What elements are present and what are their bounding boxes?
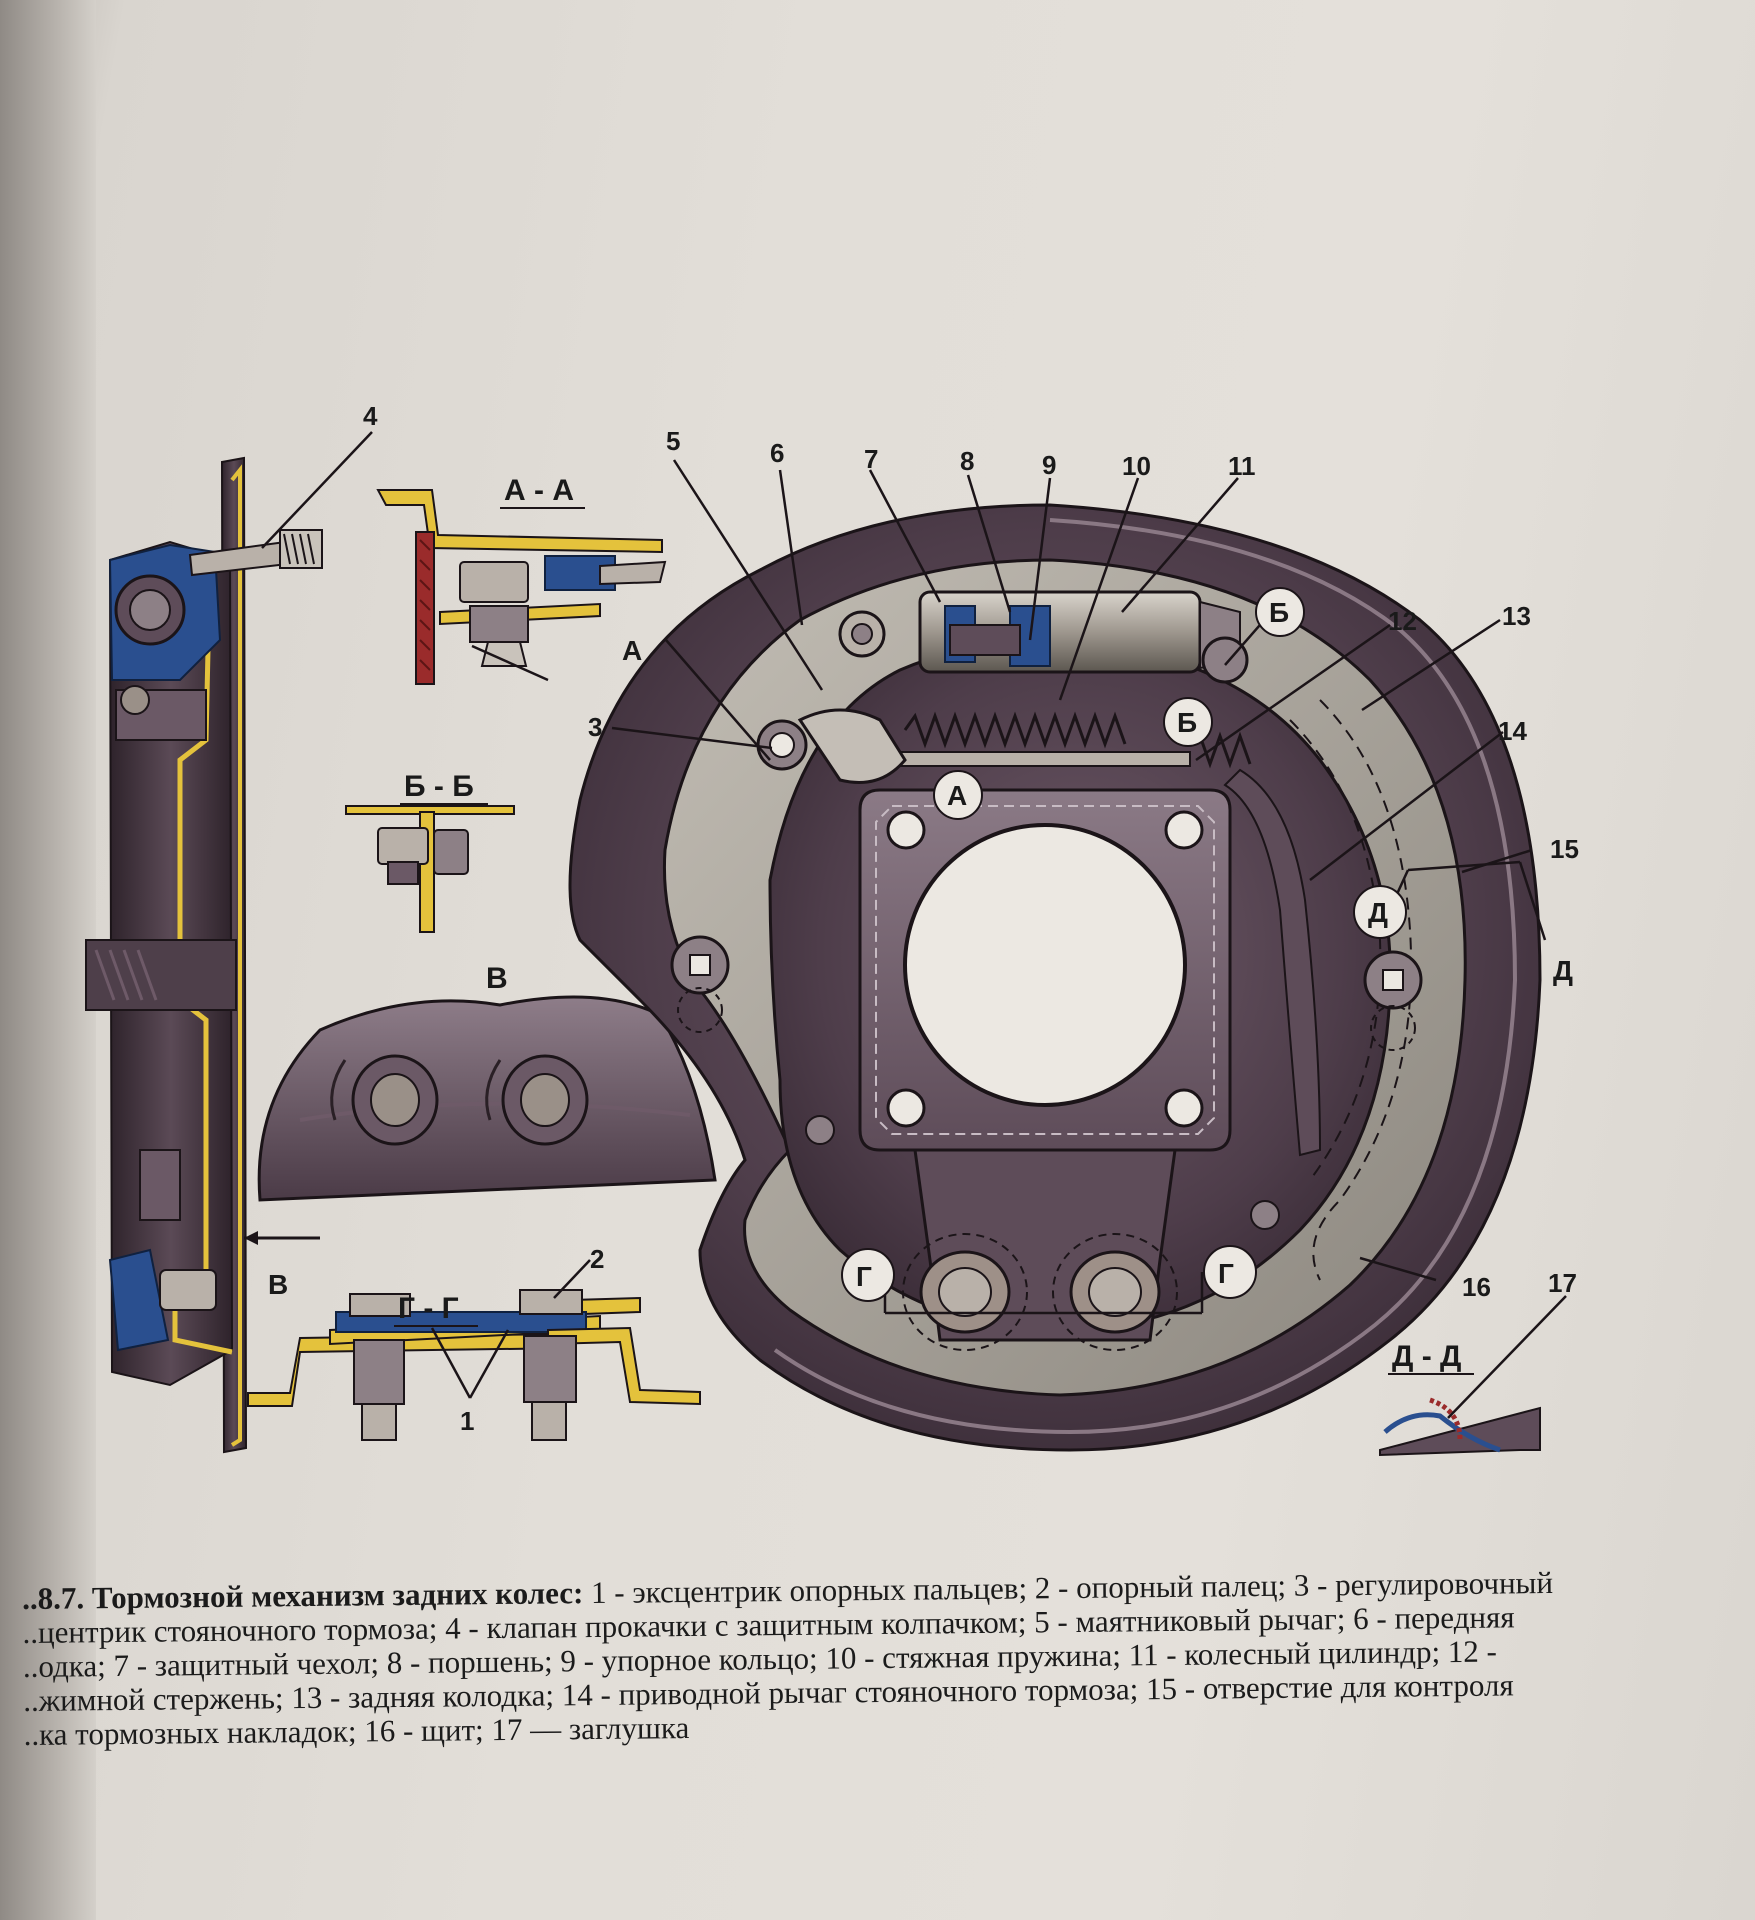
view-v (257, 995, 717, 1202)
callout-4: 4 (363, 401, 378, 431)
section-title-dd: Д - Д (1392, 1340, 1461, 1373)
callout-16: 16 (1462, 1272, 1491, 1302)
mark-b-top: Б (1269, 597, 1289, 628)
callout-7: 7 (864, 444, 878, 474)
caption-prefix: ..8.7. (21, 1580, 85, 1616)
callout-5: 5 (666, 426, 680, 456)
section-titles: А - А Б - Б В Г - Г Д - Д (394, 474, 1474, 1375)
callout-17: 17 (1548, 1268, 1577, 1298)
callout-10: 10 (1122, 451, 1151, 481)
mark-a-top: А (622, 635, 642, 666)
section-dd-view (1379, 1397, 1541, 1457)
section-title-gg: Г - Г (398, 1292, 459, 1325)
mark-b-bottom: Б (1177, 707, 1197, 738)
figure-caption: ..8.7. Тормозной механизм задних колес: … (22, 1564, 1755, 1752)
section-bb-view (345, 805, 515, 933)
mark-g-right: Г (1218, 1258, 1234, 1289)
callout-12: 12 (1388, 606, 1417, 636)
callout-2: 2 (590, 1244, 604, 1274)
section-markers (841, 587, 1407, 1302)
callout-13: 13 (1502, 601, 1531, 631)
mark-d-left: Д (1368, 897, 1388, 928)
callout-8: 8 (960, 446, 974, 476)
brake-assembly-main (568, 503, 1542, 1452)
mark-v-arrow: В (268, 1269, 288, 1300)
callout-14: 14 (1498, 716, 1527, 746)
side-section-view (85, 456, 323, 1454)
leader-lines (261, 431, 1567, 1419)
callout-6: 6 (770, 438, 784, 468)
section-gg-view (244, 1231, 701, 1441)
mark-g-left: Г (856, 1261, 872, 1292)
callout-15: 15 (1550, 834, 1579, 864)
mark-d-right: Д (1553, 955, 1573, 986)
callout-1: 1 (460, 1406, 474, 1436)
section-title-bb: Б - Б (404, 770, 474, 803)
callout-3: 3 (588, 712, 602, 742)
callout-11: 11 (1228, 451, 1256, 481)
section-mark-letters: А А Б Б Г Г Д Д В (268, 597, 1573, 1300)
mark-a-bottom: А (947, 780, 967, 811)
book-spine (0, 0, 96, 1920)
section-title-v: В (486, 962, 508, 995)
callout-9: 9 (1042, 450, 1056, 480)
section-title-aa: А - А (504, 474, 574, 507)
callout-labels: 4 5 6 7 8 9 10 11 12 13 14 15 16 17 3 2 … (363, 401, 1579, 1436)
section-aa-view (376, 489, 667, 685)
